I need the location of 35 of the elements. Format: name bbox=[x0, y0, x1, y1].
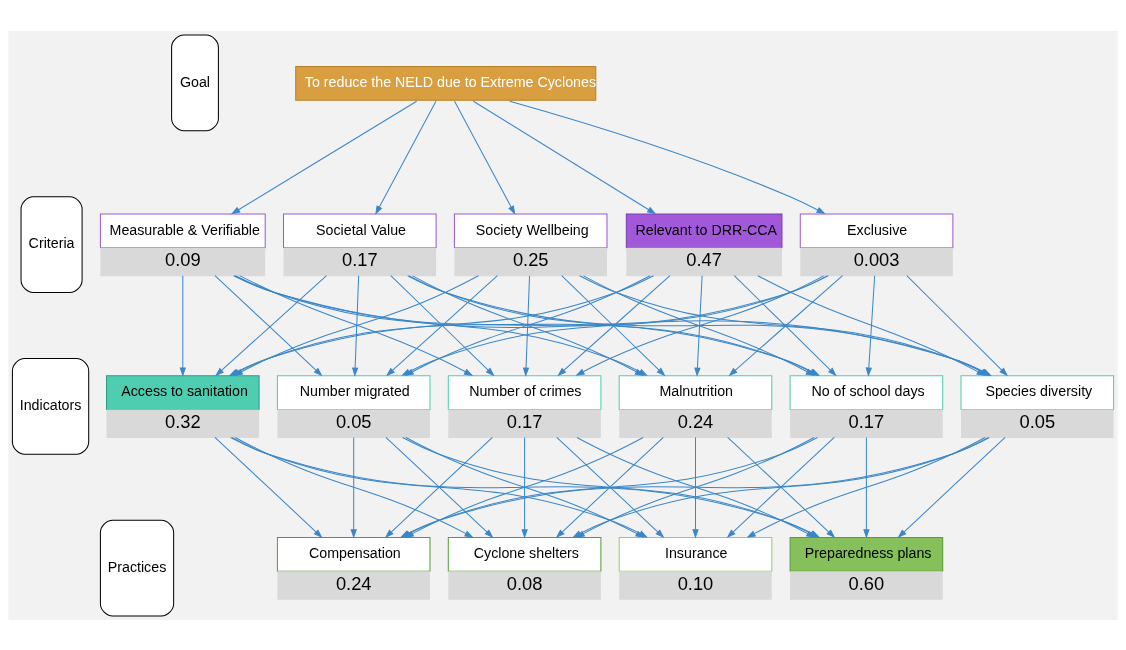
node-label: 0.09 bbox=[164, 248, 201, 270]
node-label: 0.32 bbox=[164, 410, 201, 432]
node-label: 0.60 bbox=[848, 572, 885, 594]
node-label: 0.17 bbox=[342, 248, 378, 270]
node-label: 0.17 bbox=[506, 410, 543, 432]
arrow bbox=[350, 436, 357, 538]
arrow bbox=[865, 274, 876, 377]
arrow bbox=[692, 436, 699, 538]
arrow bbox=[521, 436, 528, 538]
arrow bbox=[897, 436, 1006, 538]
node-box: Indicators bbox=[11, 357, 90, 455]
arrow bbox=[694, 274, 703, 377]
arrow bbox=[375, 100, 437, 215]
node-label: 0.003 bbox=[853, 248, 900, 270]
arrow bbox=[472, 100, 657, 214]
arrow bbox=[454, 100, 516, 215]
node-label: 0.24 bbox=[677, 410, 714, 432]
node-box: Criteria bbox=[20, 195, 83, 293]
node-label: 0.10 bbox=[677, 572, 714, 594]
node-box: Practices bbox=[99, 519, 175, 616]
arrow bbox=[863, 436, 870, 538]
arrow bbox=[179, 274, 186, 377]
arrow bbox=[522, 274, 531, 377]
arrow bbox=[231, 100, 418, 214]
arrow bbox=[509, 100, 826, 214]
arrow bbox=[351, 274, 360, 377]
node-label: 0.47 bbox=[686, 248, 722, 270]
node-label: 0.24 bbox=[335, 572, 372, 594]
node-label: 0.25 bbox=[512, 248, 549, 270]
node-box: Goal bbox=[171, 34, 219, 131]
node-label: 0.17 bbox=[848, 410, 885, 432]
node-label: 0.05 bbox=[335, 410, 372, 432]
arrow bbox=[214, 436, 323, 538]
node-label: 0.05 bbox=[1019, 410, 1056, 432]
node-label: 0.08 bbox=[506, 572, 543, 594]
